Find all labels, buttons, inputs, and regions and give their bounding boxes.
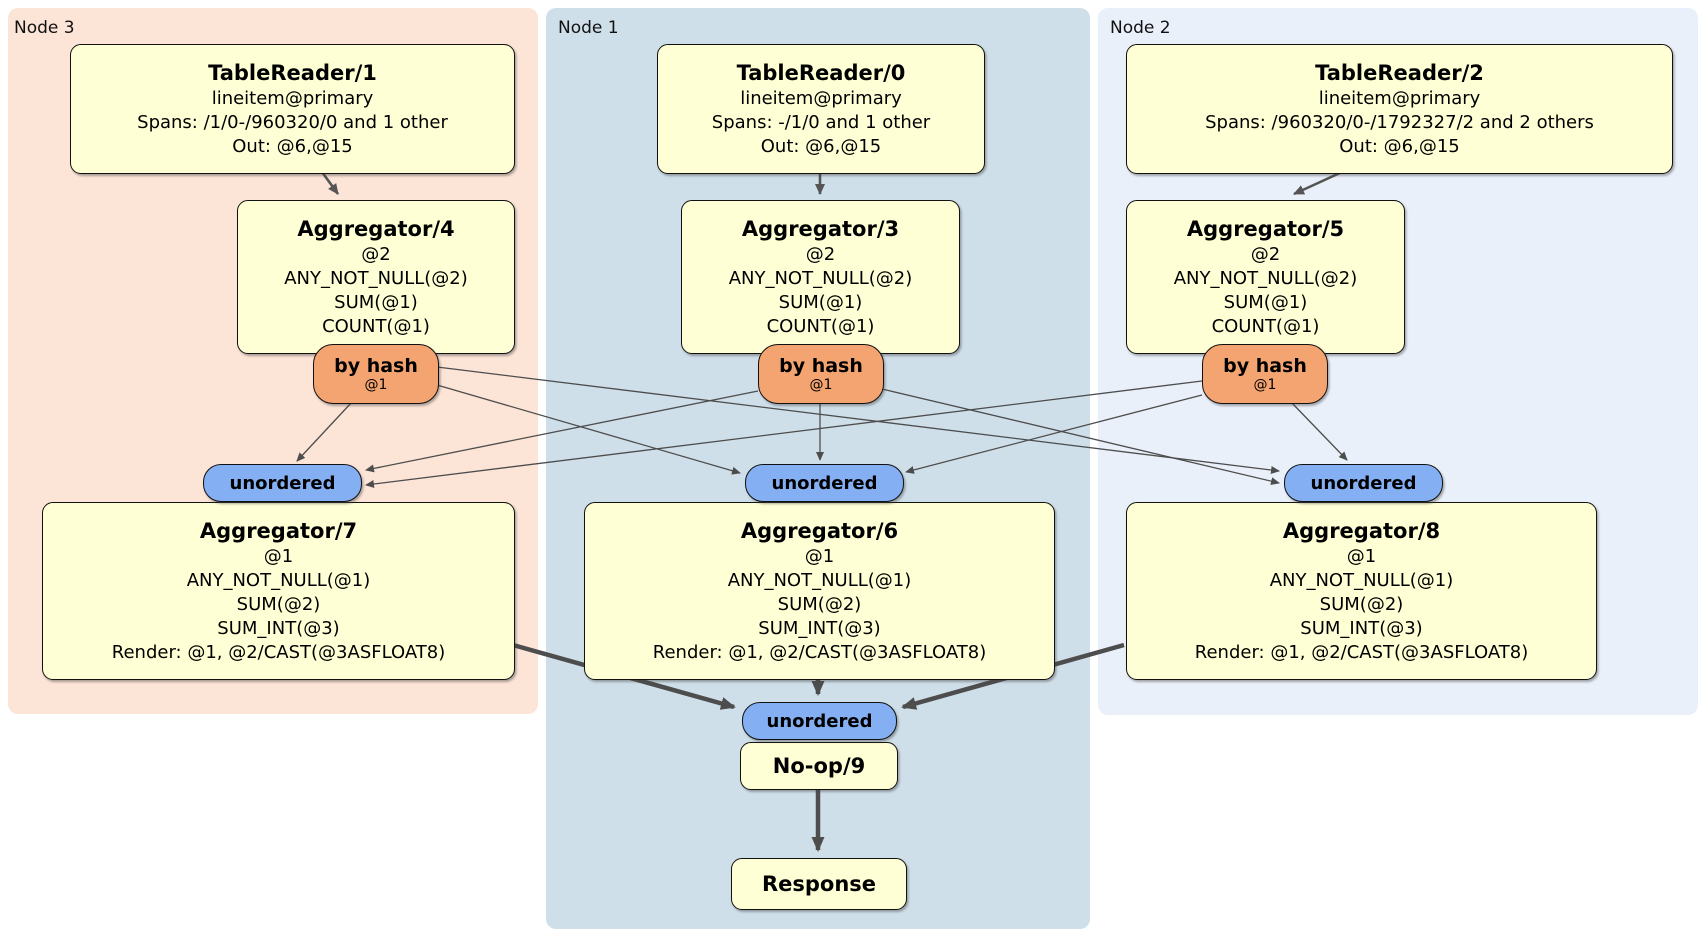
router-label: by hash [779,354,863,377]
processor-tablereader-1: TableReader/1 lineitem@primary Spans: /1… [70,44,515,174]
aggregator-func: COUNT(@1) [322,315,430,337]
sync-label: unordered [229,472,336,494]
aggregator-func: ANY_NOT_NULL(@2) [728,267,913,289]
processor-aggregator-5: Aggregator/5 @2 ANY_NOT_NULL(@2) SUM(@1)… [1126,200,1405,354]
aggregator-group-cols: @2 [361,243,391,265]
processor-title: No-op/9 [772,753,866,778]
processor-title: TableReader/0 [736,60,906,85]
processor-title: Aggregator/6 [740,518,899,543]
aggregator-func: SUM_INT(@3) [1300,617,1423,639]
tablereader-spans: Spans: -/1/0 and 1 other [711,111,931,133]
hash-router-node1: by hash @1 [758,344,884,404]
aggregator-func: ANY_NOT_NULL(@2) [1173,267,1358,289]
aggregator-func: COUNT(@1) [1211,315,1320,337]
tablereader-index: lineitem@primary [740,87,902,109]
aggregator-render: Render: @1, @2/CAST(@3ASFLOAT8) [111,641,446,663]
processor-aggregator-3: Aggregator/3 @2 ANY_NOT_NULL(@2) SUM(@1)… [681,200,960,354]
aggregator-func: SUM(@2) [236,593,321,615]
router-key: @1 [809,376,833,393]
processor-aggregator-6: Aggregator/6 @1 ANY_NOT_NULL(@1) SUM(@2)… [584,502,1055,680]
processor-aggregator-8: Aggregator/8 @1 ANY_NOT_NULL(@1) SUM(@2)… [1126,502,1597,680]
sync-unordered-final: unordered [742,702,897,740]
aggregator-func: SUM(@1) [778,291,863,313]
processor-title: Aggregator/4 [297,216,455,241]
aggregator-func: SUM_INT(@3) [217,617,340,639]
aggregator-func: SUM(@1) [1223,291,1308,313]
aggregator-func: SUM(@2) [777,593,862,615]
processor-aggregator-4: Aggregator/4 @2 ANY_NOT_NULL(@2) SUM(@1)… [237,200,515,354]
aggregator-func: ANY_NOT_NULL(@1) [727,569,912,591]
aggregator-func: ANY_NOT_NULL(@2) [284,267,468,289]
hash-router-node2: by hash @1 [1202,344,1328,404]
sync-label: unordered [766,710,873,732]
aggregator-group-cols: @2 [1250,243,1281,265]
aggregator-group-cols: @1 [263,545,294,567]
processor-tablereader-0: TableReader/0 lineitem@primary Spans: -/… [657,44,985,174]
tablereader-spans: Spans: /1/0-/960320/0 and 1 other [137,111,448,133]
node-group-label: Node 3 [14,18,75,38]
aggregator-render: Render: @1, @2/CAST(@3ASFLOAT8) [1194,641,1529,663]
tablereader-out: Out: @6,@15 [760,135,882,157]
processor-title: Aggregator/8 [1282,518,1441,543]
response-title: Response [761,871,877,896]
sync-label: unordered [771,472,878,494]
tablereader-index: lineitem@primary [211,87,374,109]
hash-router-node3: by hash @1 [313,344,439,404]
processor-title: Aggregator/7 [199,518,358,543]
sync-unordered-node1: unordered [745,464,904,502]
tablereader-spans: Spans: /960320/0-/1792327/2 and 2 others [1205,111,1594,133]
sync-unordered-node2: unordered [1284,464,1443,502]
processor-title: Aggregator/5 [1186,216,1345,241]
router-key: @1 [1253,376,1277,393]
processor-title: TableReader/2 [1315,60,1484,85]
aggregator-render: Render: @1, @2/CAST(@3ASFLOAT8) [652,641,987,663]
aggregator-func: ANY_NOT_NULL(@1) [1269,569,1454,591]
tablereader-out: Out: @6,@15 [232,135,353,157]
aggregator-func: SUM(@1) [334,291,418,313]
sync-unordered-node3: unordered [203,464,362,502]
node-group-label: Node 1 [558,18,619,38]
router-label: by hash [1223,354,1307,377]
aggregator-func: SUM(@2) [1319,593,1404,615]
router-key: @1 [364,376,388,393]
processor-noop-9: No-op/9 [740,742,898,790]
processor-tablereader-2: TableReader/2 lineitem@primary Spans: /9… [1126,44,1673,174]
aggregator-func: SUM_INT(@3) [758,617,881,639]
node-group-label: Node 2 [1110,18,1171,38]
aggregator-group-cols: @1 [804,545,835,567]
aggregator-group-cols: @1 [1346,545,1377,567]
processor-title: Aggregator/3 [741,216,900,241]
aggregator-func: ANY_NOT_NULL(@1) [186,569,371,591]
router-label: by hash [334,354,418,377]
tablereader-out: Out: @6,@15 [1339,135,1460,157]
aggregator-group-cols: @2 [805,243,836,265]
aggregator-func: COUNT(@1) [766,315,875,337]
response-node: Response [731,858,907,910]
tablereader-index: lineitem@primary [1318,87,1481,109]
sync-label: unordered [1310,472,1417,494]
processor-aggregator-7: Aggregator/7 @1 ANY_NOT_NULL(@1) SUM(@2)… [42,502,515,680]
processor-title: TableReader/1 [208,60,377,85]
